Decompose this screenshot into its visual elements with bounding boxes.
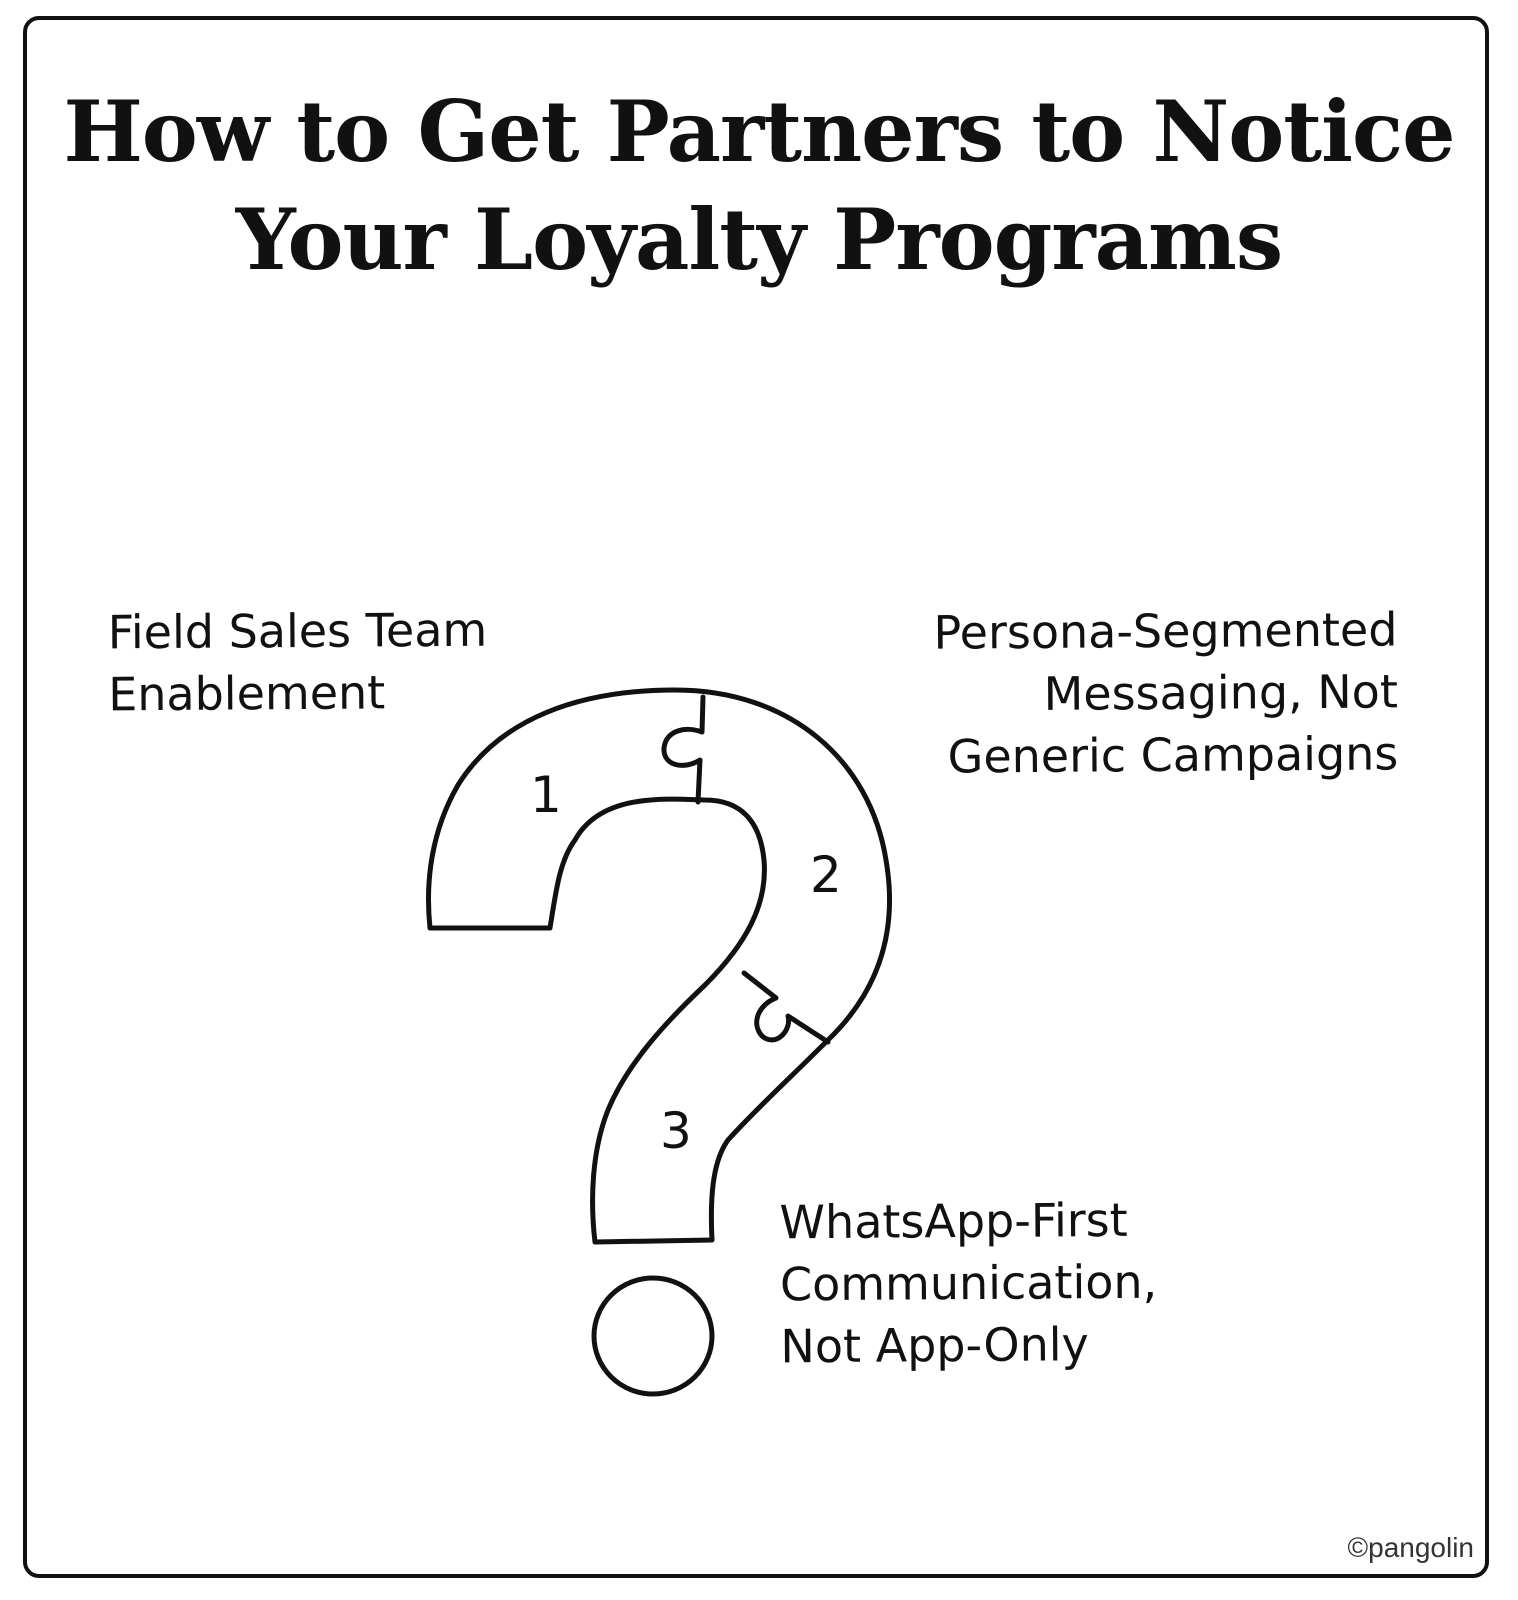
piece-number-2: 2 (810, 846, 842, 904)
puzzle-cut-2-3 (741, 970, 831, 1045)
copyright-watermark: ©pangolin (1347, 1532, 1474, 1563)
piece-label-1: Field Sales Team Enablement (108, 599, 488, 726)
question-mark-outline (426, 687, 893, 1245)
piece-number-1: 1 (530, 766, 562, 824)
piece-number-3: 3 (660, 1102, 692, 1160)
title-line-1: How to Get Partners to Notice (63, 82, 1455, 181)
piece-label-2-line-2: Messaging, Not (1043, 664, 1399, 721)
diagram-frame (23, 16, 1489, 1578)
piece-label-3: WhatsApp-First Communication, Not App-On… (779, 1189, 1157, 1378)
puzzle-cut-1-2 (661, 694, 706, 805)
page-title: How to Get Partners to Notice Your Loyal… (0, 78, 1518, 294)
piece-label-1-line-2: Enablement (108, 665, 386, 722)
piece-label-2-line-3: Generic Campaigns (947, 726, 1399, 784)
piece-label-2: Persona-Segmented Messaging, Not Generic… (933, 598, 1399, 787)
question-mark-dot (591, 1275, 715, 1397)
piece-label-3-line-3: Not App-Only (780, 1317, 1089, 1374)
piece-label-1-line-1: Field Sales Team (107, 602, 488, 660)
piece-label-3-line-2: Communication, (779, 1254, 1158, 1312)
piece-label-3-line-1: WhatsApp-First (779, 1192, 1128, 1250)
title-line-2: Your Loyalty Programs (235, 190, 1283, 289)
piece-label-2-line-1: Persona-Segmented (933, 602, 1398, 660)
